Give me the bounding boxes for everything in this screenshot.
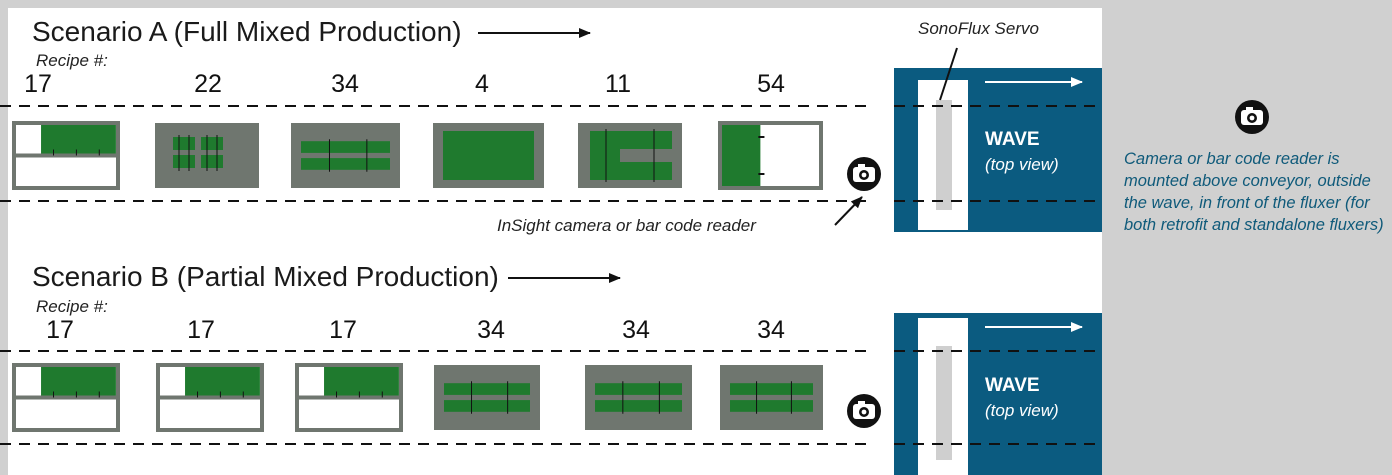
- boards-scenario-a: [12, 121, 823, 190]
- recipe-number: 4: [475, 70, 489, 98]
- wave-label: WAVE: [985, 375, 1040, 396]
- pcb-board: [12, 121, 120, 190]
- camera-icon: [847, 157, 881, 191]
- boards-scenario-b: [12, 363, 823, 432]
- recipe-number: 34: [477, 316, 505, 344]
- pcb-board: [295, 363, 403, 432]
- pcb-board: [156, 363, 264, 432]
- fluxer-nozzle-a: [936, 100, 952, 210]
- wave-sublabel: (top view): [985, 401, 1059, 420]
- recipe-number: 17: [187, 316, 215, 344]
- recipe-number: 17: [46, 316, 74, 344]
- camera-pointer: [834, 196, 863, 226]
- pcb-board: [155, 123, 259, 188]
- recipe-number: 17: [24, 70, 52, 98]
- recipe-number: 34: [331, 70, 359, 98]
- recipe-number: 34: [757, 316, 785, 344]
- pcb-board: [434, 365, 540, 430]
- scenario-a-title: Scenario A (Full Mixed Production): [32, 16, 462, 47]
- scenario-b-title: Scenario B (Partial Mixed Production): [32, 261, 499, 292]
- pcb-board: [291, 123, 400, 188]
- recipe-number: 17: [329, 316, 357, 344]
- pcb-board: [578, 123, 682, 188]
- sonoflux-label: SonoFlux Servo: [918, 19, 1039, 38]
- camera-icon: [847, 394, 881, 428]
- camera-callout: InSight camera or bar code reader: [497, 216, 756, 235]
- recipe-number: 54: [757, 70, 785, 98]
- pcb-board: [12, 363, 120, 432]
- side-note: Camera or bar code reader is mounted abo…: [1124, 150, 1384, 234]
- recipe-number: 11: [605, 70, 631, 98]
- scenario-a-recipe-label: Recipe #:: [36, 51, 108, 70]
- wave-sublabel: (top view): [985, 155, 1059, 174]
- camera-icon: [1235, 100, 1269, 134]
- sonoflux-pointer: [939, 47, 958, 101]
- scenario-b-recipe-label: Recipe #:: [36, 297, 108, 316]
- recipe-number: 22: [194, 70, 222, 98]
- pcb-board: [720, 365, 823, 430]
- wave-label: WAVE: [985, 129, 1040, 150]
- fluxer-nozzle-b: [936, 346, 952, 460]
- pcb-board: [585, 365, 692, 430]
- pcb-board: [718, 121, 823, 190]
- recipe-number: 34: [622, 316, 650, 344]
- pcb-board: [433, 123, 544, 188]
